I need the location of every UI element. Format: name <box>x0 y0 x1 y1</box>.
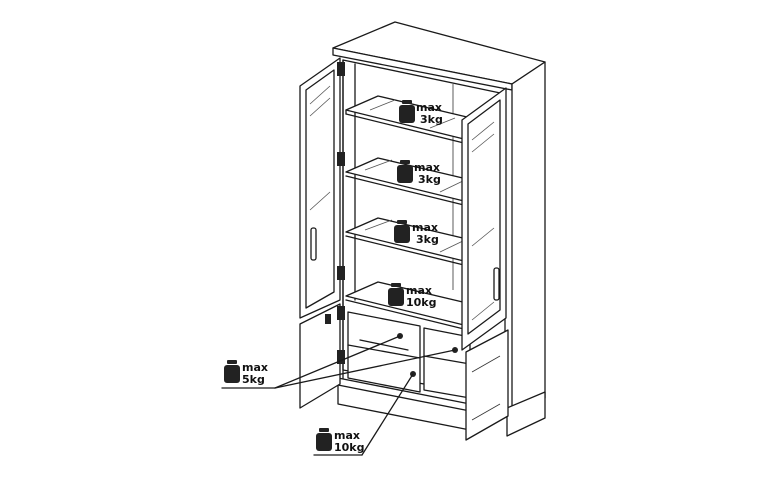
svg-text:3kg: 3kg <box>418 173 441 186</box>
svg-text:max: max <box>242 361 268 374</box>
door-handle-icon <box>310 227 317 261</box>
svg-text:3kg: 3kg <box>420 113 443 126</box>
weight-icon <box>388 283 404 306</box>
weight-icon <box>394 220 410 243</box>
weight-icon <box>399 100 415 123</box>
right-lower-door <box>465 329 509 441</box>
weight-label-bottom-drawer: max 10kg <box>313 373 414 456</box>
lower-compartments <box>337 311 471 431</box>
cabinet-right-side <box>511 61 546 421</box>
svg-text:max: max <box>334 429 360 442</box>
door-handle-icon <box>493 267 500 301</box>
left-lower-door <box>299 303 341 409</box>
svg-text:10kg: 10kg <box>406 296 437 309</box>
right-glass-door <box>461 87 507 351</box>
svg-text:3kg: 3kg <box>416 233 439 246</box>
weight-label-base-shelf: max 10kg <box>388 283 437 309</box>
svg-text:10kg: 10kg <box>334 441 365 454</box>
left-glass-door <box>299 57 341 319</box>
weight-icon <box>316 428 332 451</box>
svg-text:max: max <box>406 284 432 297</box>
svg-text:max: max <box>414 161 440 174</box>
weight-label-shelf-middle: max 3kg <box>397 160 441 186</box>
svg-text:5kg: 5kg <box>242 373 265 386</box>
weight-label-shelf-top: max 3kg <box>399 100 443 126</box>
hinge-icon <box>325 62 345 364</box>
svg-text:max: max <box>412 221 438 234</box>
weight-icon <box>397 160 413 183</box>
svg-text:max: max <box>416 101 442 114</box>
weight-label-shelf-lower: max 3kg <box>394 220 439 246</box>
weight-label-small-shelves: max 5kg <box>221 335 456 389</box>
weight-icon <box>224 360 240 383</box>
